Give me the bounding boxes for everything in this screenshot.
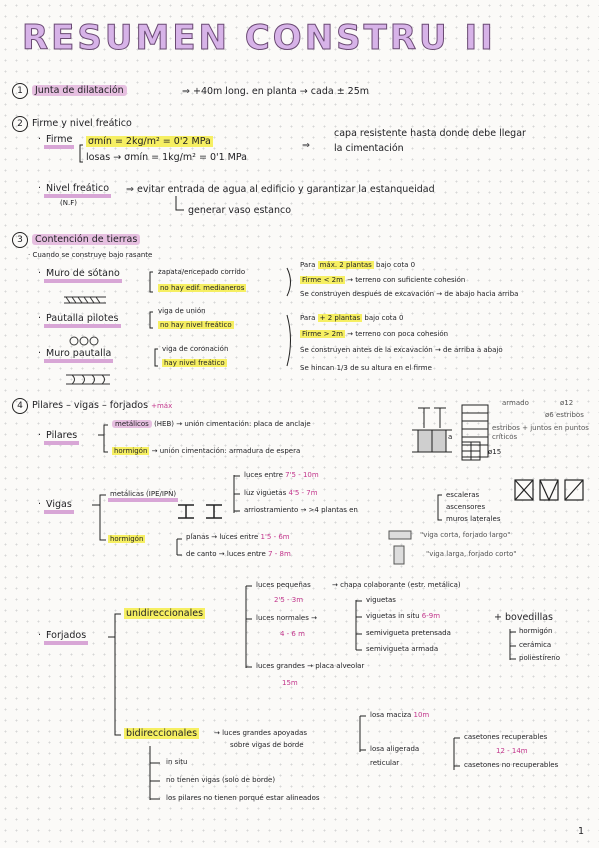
diagram-label-15: ø15: [488, 448, 502, 456]
right-top-line-2: Firme < 2m → terreno con suficiente cohe…: [300, 276, 466, 284]
forj-norm-range: 4 - 6 m: [280, 630, 305, 638]
right-top-line-1: Para máx. 2 plantas bajo cota 0: [300, 261, 416, 269]
forjados-bi: bidireccionales: [124, 728, 200, 739]
section-title: Pilares – vigas – forjados: [32, 400, 149, 411]
forjados-uni: unidireccionales: [124, 608, 206, 619]
forj-n2: viguetas in situ 6-9m: [366, 612, 441, 620]
section-number: 3: [12, 232, 28, 248]
right-bottom-line-1: Para + 2 plantas bajo cota 0: [300, 314, 404, 322]
forj-losa-a2: reticular: [370, 759, 400, 767]
pilares-metal: metálicos (HEB) → unión cimentación: pla…: [112, 420, 311, 429]
page-number: 1: [578, 826, 585, 837]
pantalla-pilotes-opt1: viga de unión: [158, 307, 206, 315]
section-title: Contención de tierras: [32, 234, 141, 245]
section-number: 2: [12, 116, 28, 132]
nivel-freatico-label: · Nivel freático: [38, 183, 112, 198]
forj-bi-b1: in situ: [166, 758, 188, 766]
vigas-horm: hormigón: [108, 535, 146, 543]
nivel-freatico-sub: (N.F): [60, 199, 77, 207]
forj-n4: semivigueta armada: [366, 645, 439, 653]
section-1-heading: 1 Junta de dilatación: [12, 83, 127, 99]
forj-bi-b3: los pilares no tienen porqué estar aline…: [166, 794, 320, 802]
forj-gran-range: 15m: [282, 679, 298, 687]
forj-gran: luces grandes → placa alveolar: [256, 662, 365, 670]
note-d6: ø6 estribos: [545, 411, 584, 419]
nivel-text-1: ⇒ evitar entrada de agua al edificio y g…: [126, 184, 435, 195]
vigas-m3-2: ascensores: [446, 503, 486, 511]
section-3-heading: 3 Contención de tierras: [12, 232, 141, 248]
vigas-m1: luces entre 7'5 - 10m: [244, 471, 319, 479]
muro-sotano-label: · Muro de sótano: [38, 268, 122, 283]
firme-line-2: losas → σmín = 1kg/m² = 0'1 MPa: [86, 152, 247, 163]
section-2-heading: 2 Firme y nivel freático: [12, 116, 132, 132]
vigas-label: · Vigas: [38, 499, 74, 514]
pantalla-pilotes-label: · Pautalla pilotes: [38, 313, 121, 328]
vigas-h1-note: "viga corta, forjado largo": [420, 531, 511, 539]
forj-n3: semivigueta pretensada: [366, 629, 451, 637]
pilares-horm: hormigón → unión cimentación: armadura d…: [112, 447, 301, 455]
forj-bi-text-1: → luces grandes apoyadas: [214, 729, 307, 737]
note-armado: armado: [502, 399, 529, 407]
firme-result-2: la cimentación: [334, 143, 404, 154]
forj-norm: luces normales →: [256, 614, 317, 622]
vigas-m2: luz viguetas 4'5 - 7m: [244, 489, 318, 497]
forjados-label: · Forjados: [38, 630, 89, 645]
section-title: Junta de dilatación: [32, 85, 127, 96]
arrow-icon: ⇒: [302, 140, 310, 151]
firme-label: · Firme: [38, 134, 75, 149]
pilares-label: · Pilares: [38, 430, 80, 445]
forj-losa-m: losa maciza 10m: [370, 711, 430, 719]
muro-sotano-opt1: zapata/encepado corrido: [158, 268, 246, 276]
nivel-text-2: generar vaso estanco: [188, 205, 292, 216]
muro-sotano-opt2: no hay edif. medianeros: [158, 284, 247, 292]
forj-cas-2: casetones no recuperables: [464, 761, 559, 769]
forj-bov-3: poliestireno: [519, 654, 561, 662]
forj-peq: luces pequeñas: [256, 581, 311, 589]
diagram-label-a: a: [448, 433, 453, 441]
heading-note: +máx: [151, 402, 173, 410]
muro-pantalla-label: · Muro pautalla: [38, 348, 114, 363]
section-title: Firme y nivel freático: [32, 118, 132, 129]
note-estribos: estribos + juntos en puntos críticos: [492, 424, 589, 441]
vigas-m3: arriostramiento → >4 plantas en: [244, 506, 358, 514]
vigas-metal: metálicas (IPE/IPN): [108, 490, 179, 502]
forj-losa-a1: losa aligerada: [370, 745, 420, 753]
forj-cas-range: 12 - 14m: [496, 747, 528, 755]
dilatacion-text: ⇒ +40m long. en planta → cada ± 25m: [182, 86, 370, 97]
right-top-line-3: Se construyen después de excavación → de…: [300, 290, 519, 298]
vigas-m3-1: escaleras: [446, 491, 480, 499]
forj-bov-1: hormigón: [519, 627, 553, 635]
muro-pantalla-opt1: viga de coronación: [162, 345, 229, 353]
pantalla-pilotes-opt2: no hay nivel freático: [158, 321, 234, 329]
firme-line-1: σmín = 2kg/m² = 0'2 MPa: [86, 136, 213, 147]
vigas-h2: de canto → luces entre 7 - 8m: [186, 550, 291, 558]
section-number: 1: [12, 83, 28, 99]
forj-bi-text-2: sobre vigas de borde: [230, 741, 304, 749]
note-d12: ø12: [560, 399, 574, 407]
vigas-h2-note: "viga larga, forjado corto": [426, 550, 517, 558]
vigas-m3-3: muros laterales: [446, 515, 501, 523]
vigas-h1: planas → luces entre 1'5 - 6m: [186, 533, 290, 541]
forj-bov-2: cerámica: [519, 641, 552, 649]
muro-pantalla-opt2: hay nivel freático: [162, 359, 227, 367]
section-number: 4: [12, 398, 28, 414]
forj-cas-1: casetones recuperables: [464, 733, 548, 741]
firme-result-1: capa resistente hasta donde debe llegar: [334, 128, 526, 139]
forj-peq-res: → chapa colaborante (estr. metálica): [332, 581, 461, 589]
forj-bi-b2: no tienen vigas (solo de borde): [166, 776, 276, 784]
forj-peq-range: 2'5 - 3m: [274, 596, 304, 604]
right-bottom-line-4: Se hincan 1/3 de su altura en el firme: [300, 364, 432, 372]
right-bottom-line-2: Firme > 2m → terreno con poca cohesión: [300, 330, 449, 338]
forj-bov: + bovedillas: [494, 612, 554, 623]
right-bottom-line-3: Se construyen antes de la excavación → d…: [300, 346, 503, 354]
section-4-heading: 4 Pilares – vigas – forjados +máx: [12, 398, 172, 414]
page-title: RESUMEN CONSTRU II: [22, 18, 496, 59]
contencion-intro: · Cuando se construye bajo rasante: [28, 251, 153, 259]
forj-n1: viguetas: [366, 596, 396, 604]
